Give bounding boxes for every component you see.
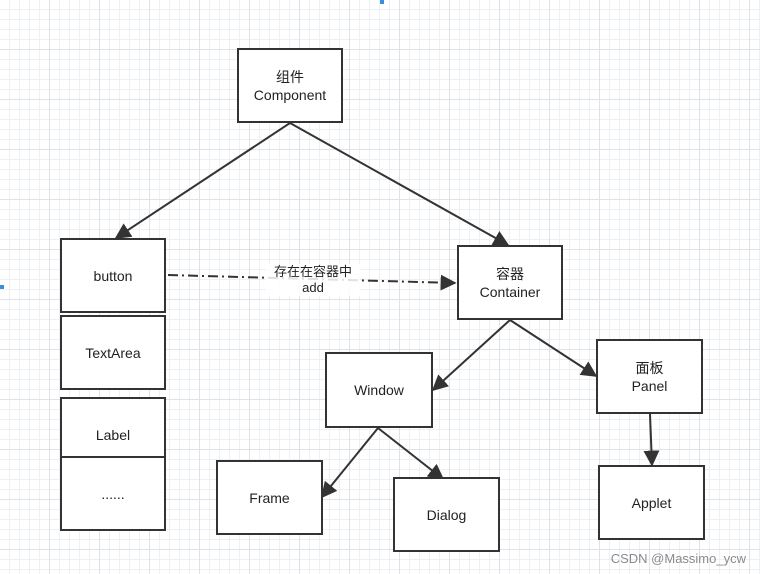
node-component[interactable]: 组件 Component [237, 48, 343, 123]
node-container-line-1: 容器 [496, 265, 524, 282]
node-textarea[interactable]: TextArea [60, 315, 166, 390]
edge-component-to-container[interactable] [289, 122, 510, 246]
node-container-line-2: Container [479, 283, 541, 300]
selection-handle-top [380, 0, 384, 4]
node-dialog[interactable]: Dialog [393, 477, 500, 552]
node-button-line-1: button [93, 267, 133, 284]
edge-window-to-dialog[interactable] [377, 427, 445, 480]
node-frame[interactable]: Frame [216, 460, 323, 535]
selection-handle-left [0, 285, 4, 289]
edge-container-to-window[interactable] [431, 319, 511, 392]
node-ellipsis-line-1: ...... [101, 485, 125, 502]
node-applet[interactable]: Applet [598, 465, 705, 540]
node-frame-line-1: Frame [249, 489, 290, 506]
edge-container-to-panel[interactable] [509, 319, 598, 377]
edge-component-to-button[interactable] [114, 122, 291, 239]
node-window-line-1: Window [354, 382, 404, 398]
node-button[interactable]: button [60, 238, 166, 313]
watermark: CSDN @Massimo_ycw [610, 551, 746, 566]
edge-panel-to-applet[interactable] [643, 413, 660, 467]
node-window[interactable]: Window [325, 352, 433, 428]
node-panel-line-1: 面板 [635, 359, 664, 376]
node-panel-line-2: Panel [631, 377, 668, 394]
node-dialog-line-1: Dialog [426, 506, 467, 523]
edge-label-line-1: 存在在容器中 [273, 264, 352, 279]
node-component-line-2: Component [253, 86, 327, 103]
edge-label-add: 存在在容器中 add [266, 264, 360, 296]
edge-label-line-2: add [302, 280, 324, 295]
edge-window-to-frame[interactable] [320, 427, 379, 499]
node-container[interactable]: 容器 Container [457, 245, 563, 320]
node-applet-line-1: Applet [631, 494, 672, 511]
node-ellipsis[interactable]: ...... [60, 456, 166, 531]
node-textarea-line-1: TextArea [85, 344, 141, 361]
node-label-line-1: Label [95, 426, 131, 443]
node-panel[interactable]: 面板 Panel [596, 339, 703, 414]
node-component-line-1: 组件 [276, 68, 304, 85]
